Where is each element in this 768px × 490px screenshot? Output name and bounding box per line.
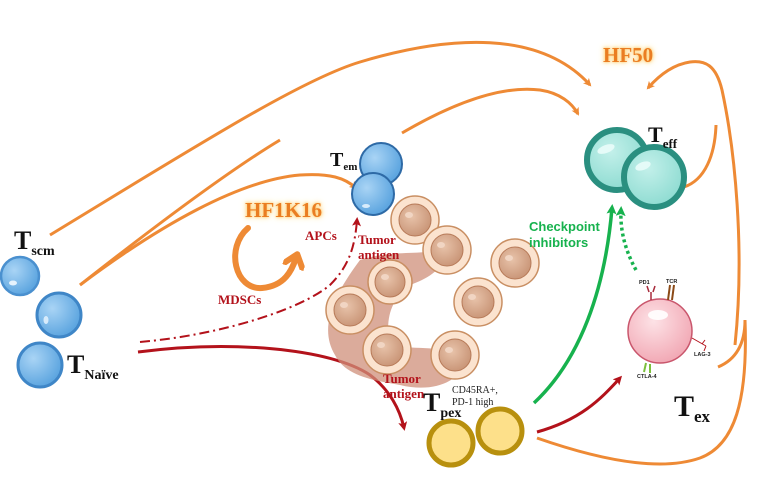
hf1k16-label: HF1K16 — [245, 198, 322, 222]
tem-cell-2 — [351, 172, 395, 216]
arrow-tpex-loop — [536, 319, 747, 466]
arrow-dashdot-to-tem — [139, 217, 362, 343]
pd1-receptor — [646, 285, 656, 300]
arrow-loop-to-teff — [646, 60, 741, 346]
arrow-teff-loop — [683, 124, 718, 189]
tumor-cell — [422, 225, 472, 275]
arrow-tscm-to-teff — [49, 40, 592, 237]
apcs-label: APCs — [305, 228, 337, 243]
tcr-receptor — [667, 284, 675, 301]
arrow-checkpoint-tpex-to-teff — [532, 204, 617, 405]
lag3-label: LAG-3 — [694, 352, 711, 358]
tpex-cell-2 — [475, 406, 525, 456]
teff-cell-2 — [621, 144, 687, 210]
tumor-stroma — [328, 250, 462, 388]
tumor-cell — [367, 259, 413, 305]
tnaive-cell-2 — [16, 341, 64, 389]
tpex-note: CD45RA+,PD-1 high — [452, 385, 498, 408]
hf1k16-cycle-arrow — [232, 225, 296, 291]
tcr-label: TCR — [666, 279, 678, 285]
tscm-cell — [0, 255, 41, 297]
pd1-label: PD1 — [639, 280, 650, 286]
ctla4-label: CTLA-4 — [637, 374, 657, 380]
tex-label: Tex — [674, 390, 711, 426]
mdscs-label: MDSCs — [218, 292, 262, 307]
tnaive-cell-1 — [35, 291, 83, 339]
tumor-cell — [490, 238, 540, 288]
arrow-tex-loop — [717, 319, 747, 369]
arrow-path-to-teff-2 — [280, 88, 420, 140]
arrow-checkpoint-tex-to-teff — [615, 206, 638, 271]
tumor-cell — [453, 277, 503, 327]
tpex-label: Tpex — [423, 388, 462, 421]
arrow-tem-to-teff — [401, 87, 580, 135]
tumor-cell — [430, 330, 480, 380]
arrow-tnaive-upper — [79, 173, 358, 287]
lag3-receptor — [691, 337, 707, 352]
tumor-cell — [325, 285, 375, 335]
hf50-label: HF50 — [603, 43, 654, 67]
tscm-label: Tscm — [14, 226, 55, 259]
ctla4-receptor — [643, 362, 651, 373]
tumor-cell — [390, 195, 440, 245]
teff-label: Teff — [648, 122, 678, 151]
tumor-cell — [362, 325, 412, 375]
tpex-cell-1 — [426, 418, 476, 468]
tem-label: Tem — [330, 149, 358, 173]
tex-cell — [627, 284, 707, 373]
tnaive-label: TNaïve — [67, 350, 119, 383]
arrow-tpex-to-tex — [536, 375, 623, 434]
tumor-cells — [325, 195, 540, 380]
